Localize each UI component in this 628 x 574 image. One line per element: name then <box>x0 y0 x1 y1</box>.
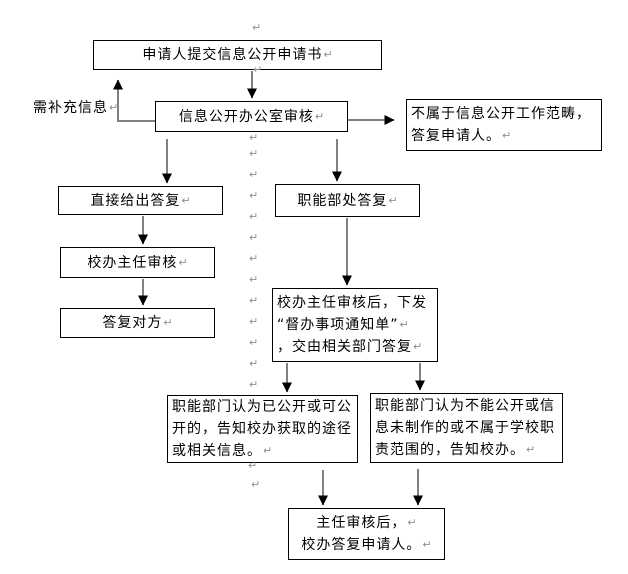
paragraph-mark-icon: ↵ <box>413 340 423 353</box>
flow-box-text-line: 答复申请人。↵ <box>407 125 601 147</box>
flow-box-text-line: 息未制作的或不属于学校职 <box>371 417 562 439</box>
paragraph-mark-icon: ↵ <box>251 478 261 491</box>
flow-box-text-line: 或相关信息。↵ <box>168 440 357 462</box>
flow-box-text: “督办事项通知单” <box>277 317 399 333</box>
paragraph-mark-icon: ↵ <box>249 315 259 328</box>
flow-box-text-line: 职能部门认为已公开或可公 <box>168 396 357 418</box>
flow-box-text: 职能部门认为不能公开或信 <box>375 398 555 414</box>
flow-label-need-supplement-info: 需补充信息↵ <box>33 97 118 117</box>
paragraph-mark-icon: ↵ <box>323 48 333 61</box>
paragraph-mark-icon: ↵ <box>249 357 259 370</box>
flow-box-director-review: 校办主任审核↵ <box>60 247 215 278</box>
paragraph-mark-icon: ↵ <box>109 101 119 114</box>
flow-box-text: 主任审核后， <box>316 515 407 531</box>
flow-box-text-line: 职能部门认为不能公开或信 <box>371 395 562 417</box>
flow-box-text-line: 职能部处答复↵ <box>276 190 419 212</box>
flow-box-text-line: 主任审核后，↵ <box>289 512 444 534</box>
paragraph-mark-icon: ↵ <box>407 516 417 529</box>
flow-box-text: 不属于信息公开工作范畴， <box>411 106 591 122</box>
flow-label-text: 需补充信息 <box>33 100 108 116</box>
flow-box-text: 开的，告知校办获取的途径 <box>172 421 352 437</box>
flow-box-text-line: ，交由相关部门答复↵ <box>273 336 437 358</box>
paragraph-mark-icon: ↵ <box>263 444 273 457</box>
flow-box-supervision-notice: 校办主任审核后，下发“督办事项通知单”↵，交由相关部门答复↵ <box>272 288 438 362</box>
flow-box-text-line: 答复对方↵ <box>61 312 214 334</box>
flow-box-office-review: 信息公开办公室审核↵ <box>155 101 348 132</box>
paragraph-mark-icon: ↵ <box>249 252 259 265</box>
flow-box-text-line: 开的，告知校办获取的途径 <box>168 418 357 440</box>
paragraph-mark-icon: ↵ <box>249 378 259 391</box>
paragraph-mark-icon: ↵ <box>422 538 432 551</box>
flow-box-text: 申请人提交信息公开申请书 <box>142 47 323 63</box>
paragraph-mark-icon: ↵ <box>249 147 259 160</box>
connector-arrow-review-feedback-up <box>113 79 155 122</box>
flow-box-text-line: 申请人提交信息公开申请书↵ <box>94 44 381 66</box>
flow-box-text: 校办答复申请人。 <box>301 537 422 553</box>
flow-box-submit-application: 申请人提交信息公开申请书↵ <box>93 40 382 70</box>
flow-box-text-line: “督办事项通知单”↵ <box>273 314 437 336</box>
flow-box-direct-reply: 直接给出答复↵ <box>58 186 223 215</box>
paragraph-mark-icon: ↵ <box>178 255 188 269</box>
flow-box-text: 直接给出答复 <box>90 192 181 209</box>
flow-box-functional-dept-reply: 职能部处答复↵ <box>275 184 420 217</box>
flow-box-text-line: 信息公开办公室审核↵ <box>156 106 347 128</box>
flow-box-dept-not-public: 职能部门认为不能公开或信息未制作的或不属于学校职责范围的，告知校办。↵ <box>370 393 563 463</box>
flow-box-text: 息未制作的或不属于学校职 <box>375 420 555 436</box>
flow-box-text: ，交由相关部门答复 <box>277 339 412 355</box>
flow-box-text-line: 校办答复申请人。↵ <box>289 534 444 556</box>
flow-box-text-line: 直接给出答复↵ <box>59 190 222 212</box>
paragraph-mark-icon: ↵ <box>249 273 259 286</box>
flow-box-text-line: 不属于信息公开工作范畴， <box>407 103 601 125</box>
flow-box-text-line: 校办主任审核后，下发 <box>273 292 437 314</box>
flow-box-text: 职能部门认为已公开或可公 <box>172 399 352 415</box>
flow-box-text: 答复对方 <box>102 315 163 331</box>
paragraph-mark-icon: ↵ <box>252 21 262 34</box>
paragraph-mark-icon: ↵ <box>249 294 259 307</box>
paragraph-mark-icon: ↵ <box>249 231 259 244</box>
flow-box-text: 校办主任审核后，下发 <box>277 295 427 311</box>
flow-box-text: 或相关信息。 <box>172 443 262 459</box>
paragraph-mark-icon: ↵ <box>249 131 259 144</box>
flow-box-dept-already-public: 职能部门认为已公开或可公开的，告知校办获取的途径或相关信息。↵ <box>167 395 358 463</box>
paragraph-mark-icon: ↵ <box>249 168 259 181</box>
paragraph-mark-icon: ↵ <box>249 189 259 202</box>
paragraph-mark-icon: ↵ <box>526 443 536 456</box>
paragraph-mark-icon: ↵ <box>399 318 409 331</box>
flow-box-text: 职能部处答复 <box>297 192 388 209</box>
paragraph-mark-icon: ↵ <box>388 193 398 207</box>
flow-box-reply-counterpart: 答复对方↵ <box>60 308 215 338</box>
flow-box-text-line: 责范围的，告知校办。↵ <box>371 439 562 461</box>
flow-box-text-line: 校办主任审核↵ <box>61 252 214 274</box>
paragraph-mark-icon: ↵ <box>249 210 259 223</box>
flow-box-text: 信息公开办公室审核 <box>178 108 314 125</box>
flow-box-final-reply: 主任审核后，↵校办答复申请人。↵ <box>288 508 445 560</box>
paragraph-mark-icon: ↵ <box>181 193 191 207</box>
flow-box-text: 答复申请人。 <box>411 128 501 144</box>
flow-box-text: 校办主任审核 <box>87 254 178 271</box>
paragraph-mark-icon: ↵ <box>502 129 512 142</box>
flow-box-text: 责范围的，告知校办。 <box>375 442 525 458</box>
paragraph-mark-icon: ↵ <box>314 109 325 123</box>
paragraph-mark-icon: ↵ <box>249 336 259 349</box>
flow-box-not-in-scope: 不属于信息公开工作范畴， 答复申请人。↵ <box>406 99 602 151</box>
paragraph-mark-icon: ↵ <box>163 316 173 329</box>
